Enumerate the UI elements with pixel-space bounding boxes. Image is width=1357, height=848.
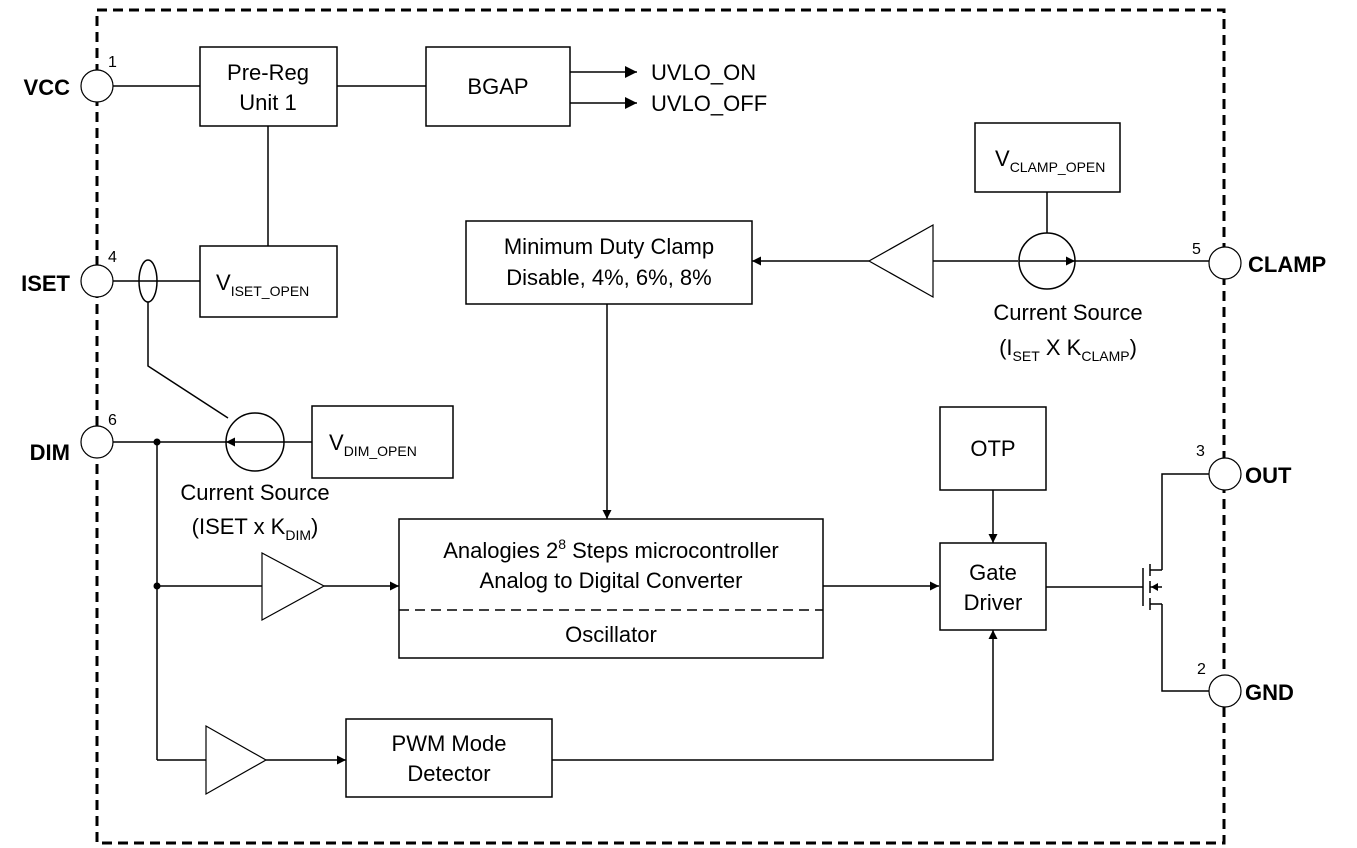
min-duty-clamp-box bbox=[465, 220, 753, 305]
clamp-source-line2: (ISET X KCLAMP) bbox=[999, 335, 1137, 364]
vdim-open-label: VDIM_OPEN bbox=[329, 430, 417, 459]
vclamp-open-label: VCLAMP_OPEN bbox=[995, 146, 1105, 175]
min-duty-line2: Disable, 4%, 6%, 8% bbox=[506, 265, 711, 290]
pre-reg-label-line1: Pre-Reg bbox=[227, 60, 309, 85]
gate-driver-line2: Driver bbox=[964, 590, 1023, 615]
bgap-box bbox=[425, 46, 571, 127]
pwm-line2: Detector bbox=[407, 761, 490, 786]
viset-open-box bbox=[199, 245, 338, 318]
dim-current-source bbox=[225, 412, 285, 472]
pin-out-number: 3 bbox=[1196, 443, 1205, 460]
pin-gnd-label: GND bbox=[1245, 680, 1294, 705]
dim-pwm-amplifier bbox=[205, 724, 268, 796]
uvlo-off-label: UVLO_OFF bbox=[651, 91, 767, 116]
pin-out-label: OUT bbox=[1245, 463, 1292, 488]
pre-reg-box bbox=[199, 46, 338, 127]
dim-adc-amplifier bbox=[261, 552, 326, 622]
pin-clamp: CLAMP 5 bbox=[1192, 241, 1326, 280]
pre-reg-label-line2: Unit 1 bbox=[239, 90, 296, 115]
vclamp-open-box bbox=[974, 122, 1121, 193]
otp-label: OTP bbox=[970, 436, 1015, 461]
clamp-amplifier bbox=[867, 223, 934, 299]
dim-source-line2: (ISET x KDIM) bbox=[192, 514, 319, 543]
adc-line1: Analogies 28 Steps microcontroller bbox=[443, 536, 779, 563]
adc-box bbox=[398, 518, 824, 659]
bgap-label: BGAP bbox=[467, 74, 528, 99]
clamp-current-source bbox=[1018, 232, 1076, 290]
otp-box bbox=[939, 406, 1047, 491]
junction-dot bbox=[153, 438, 161, 446]
junction-dot bbox=[153, 582, 161, 590]
min-duty-line1: Minimum Duty Clamp bbox=[504, 234, 714, 259]
viset-open-label: VISET_OPEN bbox=[216, 270, 309, 299]
pin-iset-number: 4 bbox=[108, 249, 117, 266]
pin-clamp-label: CLAMP bbox=[1248, 252, 1326, 277]
pwm-mode-detector-box bbox=[345, 718, 553, 798]
pin-vcc-label: VCC bbox=[24, 75, 71, 100]
adc-line3: Oscillator bbox=[565, 622, 657, 647]
clamp-source-line1: Current Source bbox=[993, 300, 1142, 325]
adc-line2: Analog to Digital Converter bbox=[480, 568, 743, 593]
gate-driver-box bbox=[939, 542, 1047, 631]
pin-gnd: GND 2 bbox=[1197, 661, 1294, 708]
pin-clamp-number: 5 bbox=[1192, 241, 1201, 258]
pin-out: OUT 3 bbox=[1196, 443, 1292, 491]
iset-sense-ellipse bbox=[138, 259, 158, 303]
gate-driver-line1: Gate bbox=[969, 560, 1017, 585]
pin-gnd-number: 2 bbox=[1197, 661, 1206, 678]
pin-dim-number: 6 bbox=[108, 412, 117, 429]
chip-boundary bbox=[95, 8, 1226, 845]
uvlo-on-label: UVLO_ON bbox=[651, 60, 756, 85]
pin-dim-label: DIM bbox=[30, 440, 70, 465]
dim-source-line1: Current Source bbox=[180, 480, 329, 505]
wires bbox=[113, 66, 1209, 765]
vdim-open-box bbox=[311, 405, 454, 479]
pin-iset-label: ISET bbox=[21, 271, 70, 296]
pin-dim: DIM 6 bbox=[30, 412, 117, 465]
output-mosfet bbox=[1142, 473, 1209, 692]
pin-vcc: VCC 1 bbox=[24, 54, 117, 103]
pwm-line1: PWM Mode bbox=[392, 731, 507, 756]
pin-iset: ISET 4 bbox=[21, 249, 117, 298]
pin-vcc-number: 1 bbox=[108, 54, 117, 71]
